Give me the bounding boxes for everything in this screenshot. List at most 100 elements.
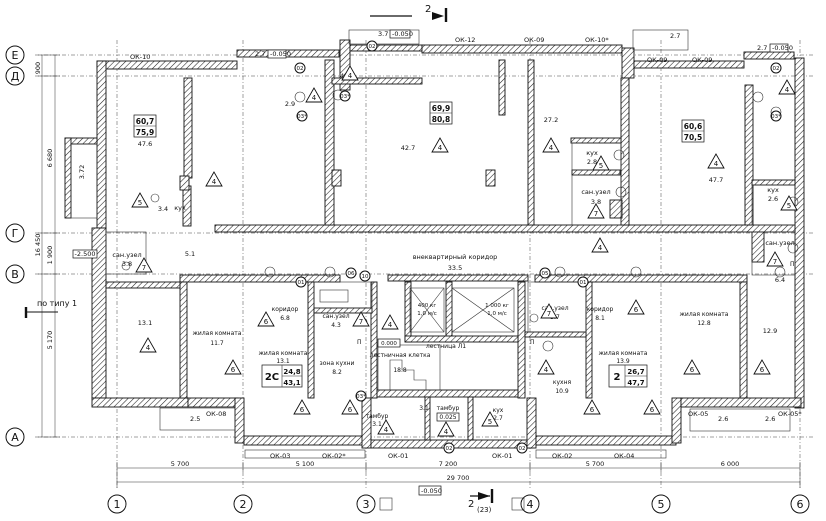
room-area: 2.6 (768, 195, 778, 203)
dim-text: 5 700 (586, 460, 605, 468)
room-name: кухня (553, 379, 572, 386)
apt-area-total: 80,8 (432, 115, 451, 124)
axis-label: Г (12, 227, 19, 240)
room-area: 12.8 (697, 320, 711, 327)
dim-text: 5 700 (171, 460, 190, 468)
zone-triangle (131, 192, 149, 208)
zone-number: 4 (384, 426, 389, 434)
room-area: 42.7 (401, 144, 415, 152)
door-tag (359, 270, 371, 282)
zone-number: 4 (598, 244, 603, 252)
zone-triangle (293, 399, 311, 415)
label: -0.050 (772, 44, 793, 52)
zone-triangle (341, 399, 359, 415)
zone-triangle (135, 257, 153, 273)
corridor-name: внеквартирный коридор (413, 253, 498, 261)
tag-text: 03* (356, 394, 366, 400)
room-area: 6.4 (775, 276, 785, 284)
zone-number: 6 (231, 366, 236, 374)
label: ОК-04 (614, 452, 634, 460)
zone-number: 4 (388, 321, 393, 329)
apt-area: 60,6 (684, 122, 703, 131)
tag-text: 02 (773, 66, 780, 72)
room-name: сан.узел (765, 239, 794, 247)
dim-text: 6 680 (46, 149, 54, 168)
zone-number: 4 (438, 144, 443, 152)
stair-core-labels: 400 кг 1,0 м/с 1 000 кг 1,0 м/с лестничн… (370, 303, 509, 374)
dim-text-total: 29 700 (447, 474, 470, 482)
axis-label: 3 (363, 498, 370, 511)
section-number: 2 (425, 4, 431, 15)
room-area: 27.2 (544, 116, 558, 124)
dim-text: 6 000 (721, 460, 740, 468)
label: ОК-02 (552, 452, 572, 460)
zone-triangle (352, 311, 370, 327)
axis-bubble-g (5, 223, 25, 243)
room-name: кух (174, 204, 186, 212)
room-area: 2.9 (285, 100, 295, 108)
zone-triangle (377, 419, 395, 435)
apt-area: 24,8 (283, 368, 300, 376)
tag-text: 02 (519, 446, 526, 452)
corridor-label: внеквартирный коридор 33.5 (413, 253, 498, 272)
tag-text: 03* (771, 114, 781, 120)
label: 2.7 (670, 32, 680, 40)
room-area: 3.72 (78, 165, 86, 179)
corridor-area: 33.5 (448, 264, 462, 272)
label: 2.7 (757, 44, 767, 52)
zone-number: 7 (547, 310, 551, 318)
level-mark: 0.000 (381, 341, 397, 347)
window-labels-top: 2.7 -0.050 3.7 -0.050 ОК-12 ОК-09 ОК-10*… (130, 29, 793, 80)
zone-triangle (481, 411, 499, 427)
apt-area-total: 70,5 (684, 133, 703, 142)
zone-triangle (381, 314, 399, 330)
apt-area: 26,7 (627, 368, 644, 376)
apt-area-total: 43,1 (283, 379, 300, 387)
label: ОК-09 (647, 56, 667, 64)
lift-speed: 1,0 м/с (487, 311, 507, 317)
tag-text: 02 (446, 446, 453, 452)
room-area: 13.1 (138, 319, 152, 327)
axis-bubble-d (5, 66, 25, 86)
window-tag (516, 442, 528, 454)
zone-number: 4 (312, 94, 317, 102)
zone-triangle (305, 87, 323, 103)
zone-number: 7 (594, 210, 598, 218)
label: 2.6 (765, 415, 775, 423)
lift-capacity: 400 кг (418, 303, 437, 309)
zone-triangle (587, 203, 605, 219)
axis-label: Е (12, 49, 19, 62)
door-tag (295, 276, 307, 288)
room-name: кух (586, 149, 598, 157)
label: ОК-10 (130, 53, 150, 61)
room-name: зона кухни (320, 360, 355, 367)
axis-bubble-3 (356, 494, 376, 514)
label: 2.7 (255, 50, 265, 58)
zone-number: 6 (348, 406, 353, 414)
zone-number: 7 (359, 318, 363, 326)
zone-number: 6 (300, 406, 305, 414)
zone-triangle (753, 359, 771, 375)
dim-text: 900 (34, 62, 42, 74)
zone-number: 7 (773, 258, 777, 266)
zone-triangle (583, 399, 601, 415)
zone-number: 4 (714, 160, 719, 168)
room-area: 3.8 (591, 198, 601, 206)
label: -0.050 (270, 50, 291, 58)
axis-bubble-5 (651, 494, 671, 514)
label: -0.050 (392, 30, 413, 38)
label: ОК-10* (585, 36, 609, 44)
window-tag (294, 62, 306, 74)
label: ОК-01 (388, 452, 408, 460)
tag-text: П (790, 261, 795, 268)
door-tag (577, 276, 589, 288)
apt-area: 60,7 (136, 117, 155, 126)
room-area: 5.1 (185, 250, 195, 258)
axis-label: Д (11, 70, 20, 83)
tag-text: 10 (362, 274, 369, 280)
zone-triangle (627, 299, 645, 315)
zone-number: 5 (488, 418, 492, 426)
label: 2.5 (190, 415, 200, 423)
zone-number: 7 (142, 264, 146, 272)
